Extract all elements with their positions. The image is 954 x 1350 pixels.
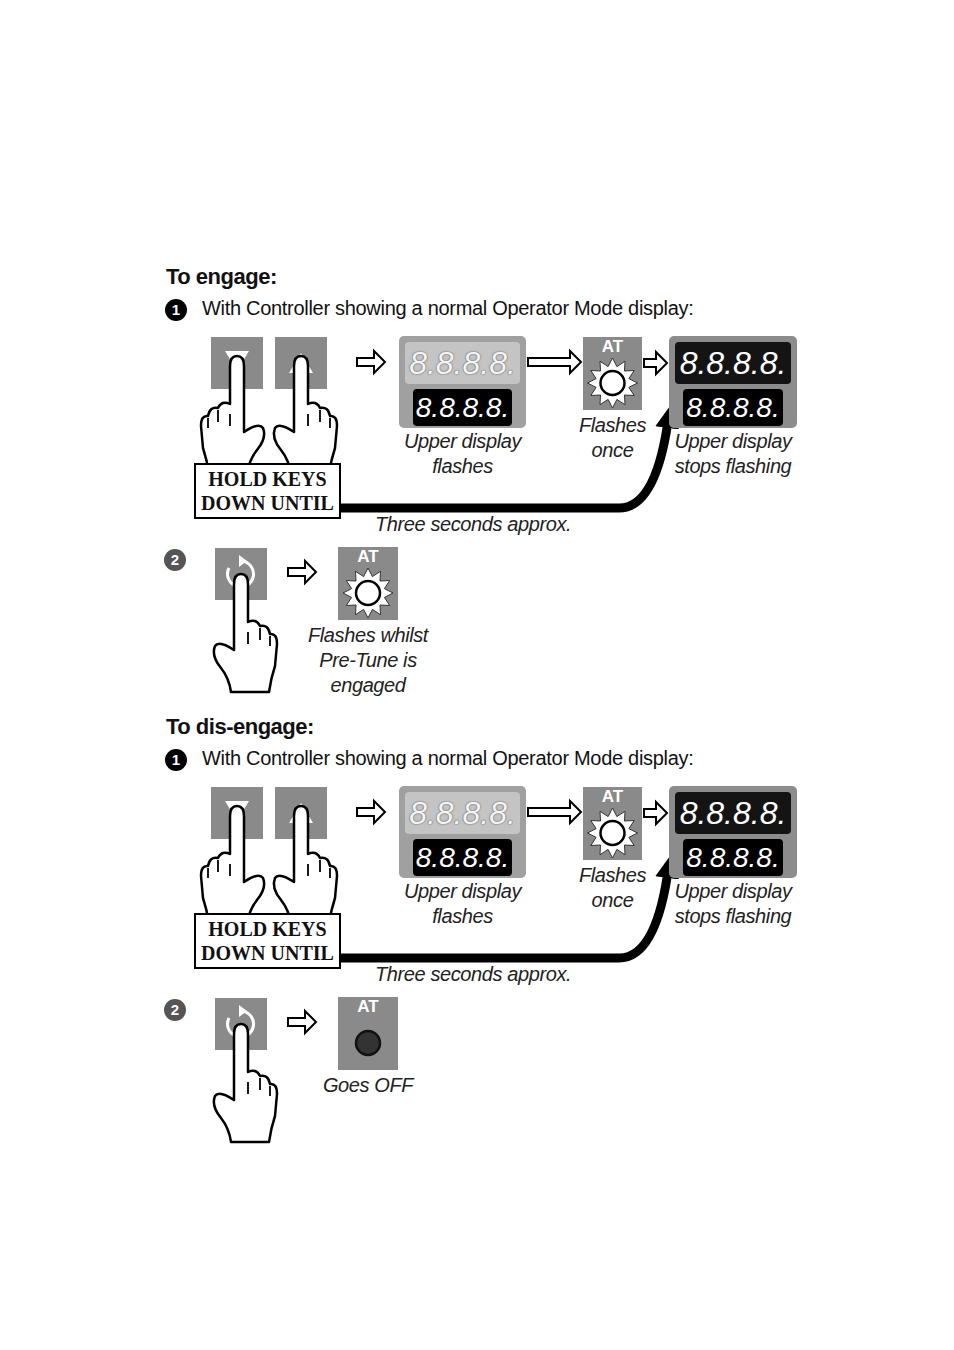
display-caption: Upper display stops flashing <box>663 879 803 929</box>
instruction-text: With Controller showing a normal Operato… <box>202 747 694 770</box>
step-number: 1 <box>165 299 187 321</box>
finger-crease <box>248 628 270 646</box>
at-indicator: ATGoes OFF <box>338 997 398 1070</box>
pointing-hand <box>214 1024 277 1142</box>
flow-arrow <box>528 801 581 823</box>
finger-crease <box>248 1078 270 1096</box>
finger-crease <box>308 860 330 878</box>
lamp-rays <box>343 568 393 618</box>
finger-crease <box>308 410 330 428</box>
step-number: 2 <box>164 549 186 571</box>
at-text: AT <box>583 788 642 806</box>
instruction-text: HOLD KEYS DOWN UNTIL <box>196 467 339 515</box>
timing-arrow <box>341 864 669 958</box>
upper-display: 8.8.8.8. <box>675 792 791 834</box>
at-indicator: ATFlashes once <box>583 787 642 860</box>
section-heading: To engage: <box>166 264 277 290</box>
step-number: 1 <box>165 749 187 771</box>
at-indicator: ATFlashes once <box>583 337 642 410</box>
controller-display: 8.8.8.8.8.8.8.8.Upper display flashes <box>399 336 526 428</box>
hollow-arrow <box>288 1011 316 1033</box>
flow-arrow <box>644 352 667 374</box>
instruction-box: HOLD KEYS DOWN UNTIL <box>194 913 341 969</box>
at-text: AT <box>338 548 398 566</box>
pointing-hand <box>274 806 337 924</box>
lamp-rays <box>588 358 638 408</box>
finger-crease <box>208 860 230 878</box>
indicator-caption: Flashes once <box>568 413 658 463</box>
controller-display: 8.8.8.8.8.8.8.8.Upper display stops flas… <box>669 786 797 878</box>
pointing-hand <box>214 574 277 692</box>
pointing-hand <box>274 356 337 474</box>
lamp-on <box>601 371 625 395</box>
indicator-caption: Flashes once <box>568 863 658 913</box>
cycle-arrowhead <box>239 555 247 567</box>
at-text: AT <box>338 998 398 1016</box>
at-text: AT <box>583 338 642 356</box>
upper-display: 8.8.8.8. <box>675 342 791 384</box>
cycle-arrowhead <box>239 1005 247 1017</box>
controller-display: 8.8.8.8.8.8.8.8.Upper display flashes <box>399 786 526 878</box>
at-indicator: ATFlashes whilst Pre-Tune is engaged <box>338 547 398 620</box>
edge-label: Three seconds approx. <box>375 963 571 986</box>
finger-crease <box>208 410 230 428</box>
lamp-on <box>356 581 380 605</box>
indicator-caption: Goes OFF <box>293 1073 443 1098</box>
edge-label: Three seconds approx. <box>375 513 571 536</box>
pointing-hand <box>201 356 264 474</box>
upper-display: 8.8.8.8. <box>405 342 520 384</box>
instruction-box: HOLD KEYS DOWN UNTIL <box>194 463 341 519</box>
upper-display: 8.8.8.8. <box>405 792 520 834</box>
instruction-text: With Controller showing a normal Operato… <box>202 297 694 320</box>
section-heading: To dis-engage: <box>166 714 314 740</box>
lamp-on <box>601 821 625 845</box>
flow-arrow <box>644 802 667 824</box>
lamp-rays <box>588 808 638 858</box>
lower-display: 8.8.8.8. <box>683 839 783 876</box>
display-caption: Upper display flashes <box>388 429 538 479</box>
hollow-arrow <box>357 351 385 373</box>
step-number: 2 <box>164 999 186 1021</box>
display-caption: Upper display stops flashing <box>663 429 803 479</box>
pointing-hand <box>201 806 264 924</box>
flow-arrow <box>528 351 581 373</box>
hollow-arrow <box>357 801 385 823</box>
hollow-arrow <box>288 561 316 583</box>
lower-display: 8.8.8.8. <box>413 389 512 426</box>
lamp-off <box>356 1031 380 1055</box>
lower-display: 8.8.8.8. <box>413 839 512 876</box>
display-caption: Upper display flashes <box>388 879 538 929</box>
controller-display: 8.8.8.8.8.8.8.8.Upper display stops flas… <box>669 336 797 428</box>
timing-arrow <box>341 414 669 508</box>
instruction-text: HOLD KEYS DOWN UNTIL <box>196 917 339 965</box>
lower-display: 8.8.8.8. <box>683 389 783 426</box>
indicator-caption: Flashes whilst Pre-Tune is engaged <box>293 623 443 698</box>
